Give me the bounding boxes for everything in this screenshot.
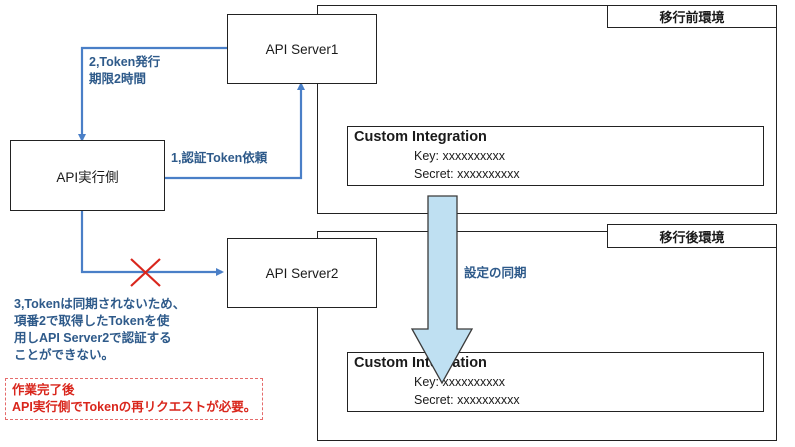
before-custom-integration: Custom Integration Key: xxxxxxxxxx Secre… [347,126,764,186]
before-environment-label: 移行前環境 [607,5,777,28]
warning-note: 作業完了後 API実行側でTokenの再リクエストが必要。 [5,378,264,420]
step3-note: 3,Tokenは同期されないため、 項番2で取得したTokenを使 用しAPI … [14,296,185,364]
step1-arrow [165,82,305,180]
after-custom-integration: Custom Integration Key: xxxxxxxxxx Secre… [347,352,764,412]
custom-integration-secret: Secret: xxxxxxxxxx [414,393,520,407]
step1-label: 1,認証Token依頼 [171,151,268,165]
custom-integration-key: Key: xxxxxxxxxx [414,375,505,389]
step2-label-line1: 2,Token発行 [89,55,161,69]
after-environment-label: 移行後環境 [607,224,777,248]
api-server1-node: API Server1 [227,14,377,84]
sync-arrow [410,195,474,385]
step2-label: 2,Token発行 期限2時間 [89,54,160,88]
blocked-cross-icon [130,258,161,287]
step3-note-line: 3,Tokenは同期されないため、 [14,297,186,311]
warning-line: API実行側でTokenの再リクエストが必要。 [12,400,257,414]
step3-arrow [80,211,224,276]
step3-note-line: ことができない。 [14,348,115,362]
api-client-node: API実行側 [10,140,165,211]
warning-line: 作業完了後 [12,383,75,397]
custom-integration-secret: Secret: xxxxxxxxxx [414,167,520,181]
sync-label: 設定の同期 [464,266,527,280]
custom-integration-title: Custom Integration [354,129,487,145]
step2-label-line2: 期限2時間 [89,72,146,86]
step2-arrow [78,46,227,142]
api-server2-node: API Server2 [227,238,377,308]
custom-integration-key: Key: xxxxxxxxxx [414,149,505,163]
step3-note-line: 項番2で取得したTokenを使 [14,314,170,328]
step3-note-line: 用しAPI Server2で認証する [14,331,172,345]
